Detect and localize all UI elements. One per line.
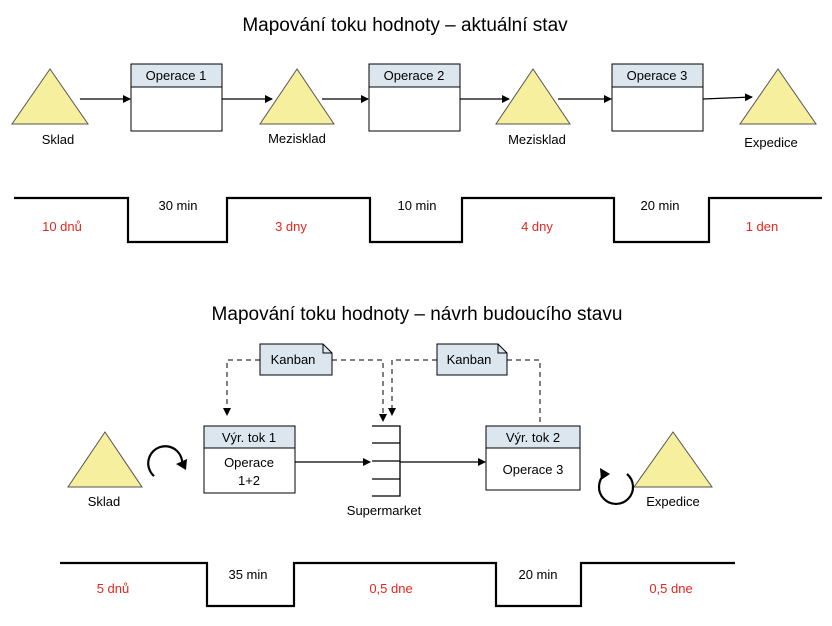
future-timeline <box>60 561 735 608</box>
inventory-label-mezisklad-2: Mezisklad <box>508 132 566 147</box>
current-flow-arrows <box>80 93 753 103</box>
operation-label-3: Operace 3 <box>627 68 688 83</box>
flow-2-body: Operace 3 <box>503 462 564 477</box>
current-process-1: 30 min <box>158 198 197 213</box>
flow-1-header: Výr. tok 1 <box>222 430 276 445</box>
operation-box-1: Operace 1 <box>130 63 223 132</box>
future-inventory-label-sklad: Sklad <box>88 494 121 509</box>
current-process-2: 10 min <box>397 198 436 213</box>
future-wait-3: 0,5 dne <box>649 581 692 596</box>
inventory-triangle-mezisklad-1 <box>259 68 335 125</box>
current-process-3: 20 min <box>640 198 679 213</box>
inventory-triangle-sklad <box>11 68 89 125</box>
inventory-label-sklad: Sklad <box>42 132 75 147</box>
future-inventory-label-expedice: Expedice <box>646 494 699 509</box>
kanban-signal-lines <box>226 359 541 426</box>
flow-1-body-line2: 1+2 <box>238 473 260 488</box>
current-timeline <box>14 196 822 244</box>
operation-box-3: Operace 3 <box>611 63 704 132</box>
operation-box-2: Operace 2 <box>368 63 461 132</box>
inventory-label-expedice: Expedice <box>744 135 797 150</box>
future-wait-2: 0,5 dne <box>369 581 412 596</box>
withdrawal-arrow-right-icon <box>597 468 635 505</box>
inventory-triangle-expedice <box>739 68 817 125</box>
withdrawal-arrow-left-icon <box>147 445 187 477</box>
inventory-triangle-mezisklad-2 <box>495 68 571 125</box>
flow-box-2: Výr. tok 2 Operace 3 <box>485 425 581 491</box>
future-process-2: 20 min <box>518 567 557 582</box>
operation-label-2: Operace 2 <box>384 68 445 83</box>
future-process-1: 35 min <box>228 567 267 582</box>
flow-box-1: Výr. tok 1 Operace 1+2 <box>203 425 296 494</box>
current-wait-3: 4 dny <box>521 219 553 234</box>
operation-label-1: Operace 1 <box>146 68 207 83</box>
future-inventory-triangle-sklad <box>67 431 143 488</box>
supermarket-icon <box>372 425 401 497</box>
flow-1-body-line1: Operace <box>224 455 274 470</box>
current-wait-1: 10 dnů <box>42 219 82 234</box>
future-state-title: Mapování toku hodnoty – návrh budoucího … <box>212 304 623 325</box>
current-wait-4: 1 den <box>746 219 779 234</box>
flow-2-header: Výr. tok 2 <box>506 430 560 445</box>
future-inventory-triangle-expedice <box>633 431 713 488</box>
current-wait-2: 3 dny <box>275 219 307 234</box>
kanban-label-2: Kanban <box>447 352 492 367</box>
current-state-title: Mapování toku hodnoty – aktuální stav <box>242 15 568 36</box>
kanban-card-2: Kanban <box>436 343 508 376</box>
supermarket-label: Supermarket <box>347 503 422 518</box>
future-wait-1: 5 dnů <box>97 581 130 596</box>
inventory-label-mezisklad-1: Mezisklad <box>268 131 326 146</box>
kanban-card-1: Kanban <box>259 343 333 376</box>
kanban-label-1: Kanban <box>271 352 316 367</box>
kanban-arrowheads <box>223 408 396 422</box>
